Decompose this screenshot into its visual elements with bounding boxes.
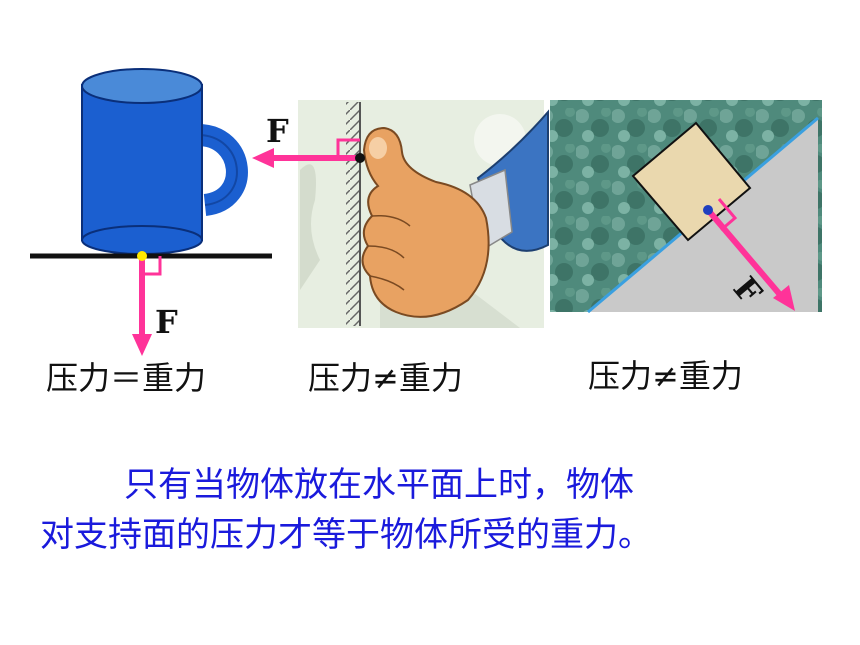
contact-point (137, 251, 147, 261)
cup-icon (81, 68, 248, 255)
thumb-caption: 压力≠重力 (308, 359, 463, 397)
incline-panel: F (550, 100, 822, 314)
pressure-arrow (705, 208, 795, 311)
right-angle-marker (142, 256, 162, 276)
pressure-arrow (132, 256, 152, 356)
thumb-force-label: F (266, 112, 289, 150)
cup-panel: F (30, 68, 272, 356)
thumb-panel: F (252, 100, 549, 328)
conclusion-line-1: 只有当物体放在水平面上时，物体 (124, 465, 634, 505)
incline-caption: 压力≠重力 (588, 357, 743, 395)
cup-force-label: F (155, 303, 178, 341)
right-angle-marker (336, 138, 360, 158)
conclusion-line-2: 对支持面的压力才等于物体所受的重力。 (40, 515, 652, 555)
contact-point (355, 153, 365, 163)
cup-caption: 压力＝重力 (46, 359, 207, 397)
contact-point (703, 205, 713, 215)
hand-icon (361, 109, 549, 318)
right-angle-marker (717, 198, 738, 232)
pressure-arrow (252, 148, 360, 168)
wooden-block (631, 121, 752, 242)
wall (346, 102, 360, 326)
